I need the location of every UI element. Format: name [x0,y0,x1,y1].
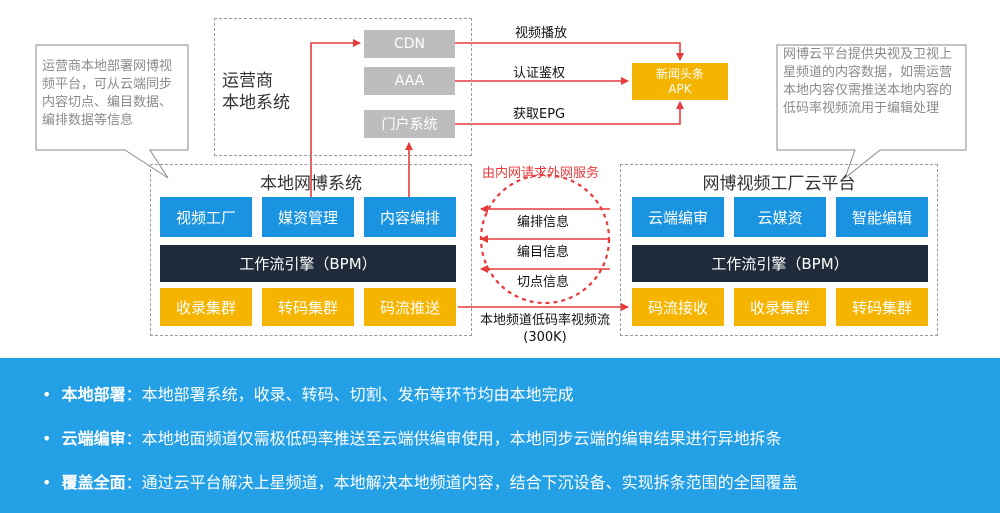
bullet-local-deploy-key: 本地部署 [61,385,126,404]
catalog-info-label: 编目信息 [517,245,570,260]
auth-label: 认证鉴权 [513,66,566,81]
media-to-cdn-arrow [310,39,361,197]
local-transcode-cluster-box: 转码集群 [262,288,354,326]
local-workflow-engine-box: 工作流引擎（BPM） [160,245,456,282]
operator-title: 运营商 本地系统 [222,70,290,114]
video-play-label: 视频播放 [515,26,568,41]
cloud-smart-edit-box: 智能编辑 [836,197,928,237]
epg-label: 获取EPG [513,107,566,122]
cloud-workflow-engine-box: 工作流引擎（BPM） [632,245,928,282]
operator-title-line1: 运营商 [222,71,273,91]
aaa-box: AAA [364,67,455,95]
bullet-cloud-review-text: ：本地地面频道仅需极低码率推送至云端供编审使用，本地同步云端的编审结果进行异地拆… [125,429,782,448]
schedule-info-label: 编排信息 [517,215,570,230]
operator-local-system-group [214,18,472,156]
local-ingest-cluster-box: 收录集群 [160,288,252,326]
cloud-platform-group [620,164,938,336]
stream-label-line2: (300K) [523,330,567,345]
local-content-schedule-box: 内容编排 [364,197,456,237]
local-video-factory-box: 视频工厂 [160,197,252,237]
apk-line2: APK [668,81,692,96]
cut-info-label: 切点信息 [517,275,570,290]
cloud-ingest-cluster-box: 收录集群 [734,288,826,326]
cdn-to-apk-arrow [455,42,684,61]
summary-band [0,358,1000,513]
right-note-text: 网博云平台提供央视及卫视上星频道的内容数据，如需运营本地内容仅需推送本地内容的低… [783,47,953,116]
portal-system-box: 门户系统 [364,110,455,138]
stream-label-line1: 本地频道低码率视频流 [479,313,610,328]
portal-to-apk-arrow [455,101,684,125]
bullet-full-coverage-key: 覆盖全面 [61,473,126,492]
left-note-text: 运营商本地部署网博视频平台，可从云端同步内容切点、编目数据、编排数据等信息 [42,59,173,128]
operator-title-line2: 本地系统 [222,93,290,113]
bullet-cloud-review: • 云端编审：本地地面频道仅需极低码率推送至云端供编审使用，本地同步云端的编审结… [42,429,782,448]
connector-layer [35,39,967,311]
local-system-title: 本地网博系统 [260,174,362,194]
cloud-stream-receive-box: 码流接收 [632,288,724,326]
apk-line1: 新闻头条 [655,66,704,81]
bullet-local-deploy-text: ：本地部署系统，收录、转码、切割、发布等环节均由本地完成 [125,385,574,404]
news-apk-box: 新闻头条 APK [632,63,728,100]
cloud-review-box: 云端编审 [632,197,724,237]
cloud-transcode-cluster-box: 转码集群 [836,288,928,326]
local-stream-push-box: 码流推送 [364,288,456,326]
stream-label: 本地频道低码率视频流 (300K) [470,312,620,346]
local-media-management-box: 媒资管理 [262,197,354,237]
bullet-cloud-review-key: 云端编审 [61,429,126,448]
local-system-group [150,164,472,336]
service-request-label: 由内网请求外网服务 [482,166,600,181]
cdn-box: CDN [364,30,455,58]
service-request-circle [479,173,611,305]
cloud-media-box: 云媒资 [734,197,826,237]
bullet-full-coverage: • 覆盖全面：通过云平台解决上星频道，本地解决本地频道内容，结合下沉设备、实现拆… [42,473,798,492]
bullet-full-coverage-text: ：通过云平台解决上星频道，本地解决本地频道内容，结合下沉设备、实现拆条范围的全国… [125,473,798,492]
cloud-platform-title: 网博视频工厂云平台 [702,174,856,194]
bullet-local-deploy: • 本地部署：本地部署系统，收录、转码、切割、发布等环节均由本地完成 [42,385,574,404]
